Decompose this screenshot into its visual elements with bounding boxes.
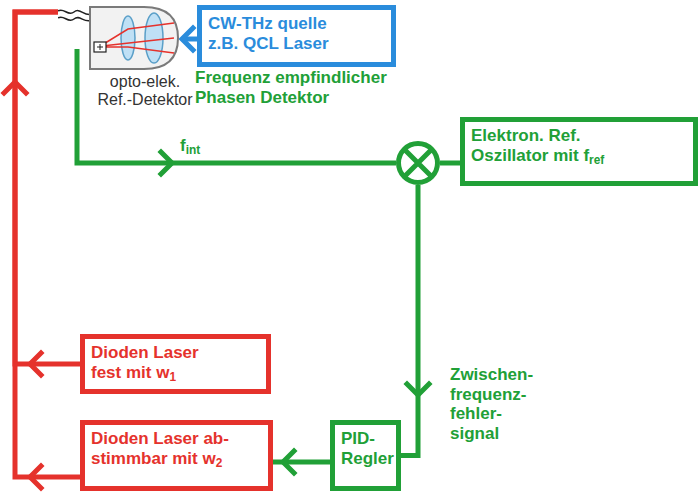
box-label: Dioden Laser fest mit w1 xyxy=(91,343,213,382)
laser-box: Dioden Laser fest mit w1 xyxy=(80,334,271,394)
box-label: Dioden Laser ab- stimmbar mit w2 xyxy=(91,429,241,468)
detector-wire xyxy=(58,17,92,21)
connector-line xyxy=(15,12,80,477)
subscript: 1 xyxy=(169,370,176,384)
beam xyxy=(102,23,174,53)
connector xyxy=(15,12,80,488)
arrow-head xyxy=(407,384,429,395)
reference-detector: opto-elek. Ref.-Detektor xyxy=(58,5,180,71)
text-run: Dioden Laser fest mit w xyxy=(91,343,199,382)
laser-box: Dioden Laser ab- stimmbar mit w2 xyxy=(80,420,273,491)
connector-line xyxy=(401,185,418,456)
text-run: Dioden Laser ab- stimmbar mit w xyxy=(91,429,229,468)
mixer-circle xyxy=(399,144,438,183)
arrow-head xyxy=(30,466,41,488)
arrow-head xyxy=(182,28,193,50)
lens xyxy=(145,13,163,63)
signal-label: Zwischen- frequenz- fehler- signal xyxy=(450,365,542,443)
oscillator-box: Elektron. Ref. Oszillator mit fref xyxy=(460,117,698,186)
arrow-head xyxy=(283,451,294,473)
subscript: int xyxy=(186,143,201,157)
mixer-cross xyxy=(405,150,432,177)
detector-illustration xyxy=(58,5,180,71)
detector-chip xyxy=(94,42,106,52)
text-run: f xyxy=(180,136,186,155)
phase-detector-mixer: Frequenz empfindlicher Phasen Detektor xyxy=(396,141,440,185)
chip-mark xyxy=(97,44,103,50)
subscript: ref xyxy=(589,153,604,167)
node-heading: opto-elek. Ref.-Detektor xyxy=(93,73,197,110)
arrow-head xyxy=(30,353,41,375)
arrow-head xyxy=(161,152,172,174)
box-label: Elektron. Ref. Oszillator mit fref xyxy=(471,126,641,165)
connector xyxy=(273,451,330,473)
pid-box: PID- Regler xyxy=(330,420,401,491)
box-label: CW-THz quelle z.B. QCL Laser xyxy=(208,14,343,53)
detector-wire xyxy=(58,10,92,15)
thz-source-box: CW-THz quelle z.B. QCL Laser xyxy=(197,5,396,67)
detector-housing xyxy=(90,7,178,69)
connector-line xyxy=(15,12,80,364)
connector xyxy=(182,28,197,50)
subscript: 2 xyxy=(216,456,223,470)
mixer-symbol xyxy=(396,141,440,185)
text-run: Elektron. Ref. Oszillator mit f xyxy=(471,126,589,165)
node-heading: Frequenz empfindlicher Phasen Detektor xyxy=(195,68,420,107)
lens xyxy=(121,16,135,60)
connector-line xyxy=(440,161,460,166)
connector xyxy=(401,185,429,456)
signal-label: fint xyxy=(180,136,220,156)
box-label: PID- Regler xyxy=(341,429,399,468)
